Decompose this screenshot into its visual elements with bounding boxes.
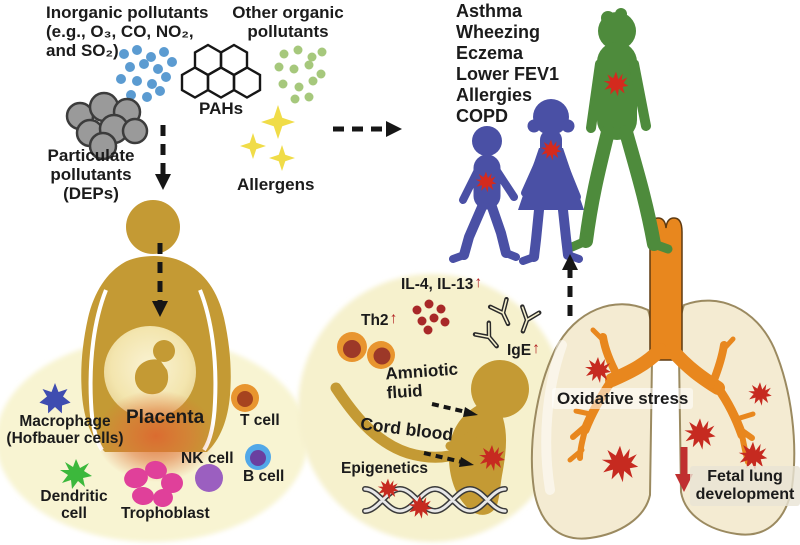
label-t-cell: T cell [240, 412, 280, 429]
boy-foot [449, 251, 468, 263]
girl-head [533, 99, 569, 135]
label-il4-il13: IL-4, IL-13↑ [401, 274, 483, 293]
label-dendritic-cell: Dendritic cell [40, 488, 108, 523]
organic-dot-cluster [274, 45, 327, 104]
macrophage-cell [39, 383, 71, 414]
mother-head [126, 200, 180, 254]
label-trophoblast: Trophoblast [121, 505, 210, 522]
fetus-in-belly-head [153, 340, 175, 362]
label-inorganic-pollutants: Inorganic pollutants (e.g., O₃, CO, NO₂,… [46, 3, 208, 60]
lung-highlight [541, 340, 567, 495]
outcome-item: Allergies [456, 85, 533, 105]
fetus-silhouette [445, 360, 529, 515]
outcome-item: Wheezing [456, 22, 540, 42]
father-foot [567, 236, 591, 252]
fetus-in-belly-body [134, 359, 169, 395]
girl-foot [519, 253, 538, 265]
particulate-cluster [65, 91, 149, 161]
up-arrow-icon: ↑ [532, 340, 540, 357]
inorganic-line: (e.g., O₃, CO, NO₂, [46, 22, 194, 42]
label-macrophage: Macrophage (Hofbauer cells) [6, 413, 124, 448]
label-oxidative-stress: Oxidative stress [552, 388, 694, 410]
fetus-arm [445, 425, 485, 451]
arrow-cord-blood [423, 451, 463, 464]
label-pahs: PAHs [199, 99, 244, 118]
th2-cells [337, 332, 395, 369]
bronchial-tree [567, 327, 756, 465]
girl-arm [521, 151, 546, 197]
outcome-item: COPD [456, 106, 509, 126]
inorganic-dot-cluster [116, 45, 177, 102]
outcome-item: Eczema [456, 43, 524, 63]
star-icon [269, 145, 295, 171]
fetus-body [448, 404, 507, 515]
dna-helix [362, 486, 508, 514]
red-down-arrow [675, 447, 693, 492]
father-arm [629, 59, 651, 131]
label-particulate: Particulate pollutants (DEPs) [47, 146, 135, 204]
father-silhouette [567, 8, 673, 254]
label-nk-cell: NK cell [181, 450, 234, 467]
health-outcomes-list: Asthma Wheezing Eczema Lower FEV1 Allerg… [456, 1, 559, 127]
arrow-amniotic-fluid [431, 402, 467, 414]
b-cell [245, 444, 271, 470]
label-th2: Th2↑ [361, 310, 398, 329]
star-icon [261, 105, 295, 139]
inorganic-line: Inorganic pollutants [46, 3, 209, 22]
boy-leg [487, 202, 511, 258]
father-leg [619, 125, 661, 251]
boy-arm [459, 164, 483, 204]
boy-foot [502, 249, 520, 261]
girl-arm [556, 151, 581, 201]
boy-head [472, 126, 502, 156]
label-allergens: Allergens [237, 175, 315, 194]
boy-arm [491, 164, 518, 201]
outcome-item: Asthma [456, 1, 523, 21]
outcome-item: Lower FEV1 [456, 64, 560, 84]
placenta-glow [96, 390, 216, 482]
t-cell [231, 384, 259, 412]
mother-walking-silhouette [518, 99, 584, 265]
up-arrow-icon: ↑ [474, 274, 483, 291]
trophoblast-cells [124, 460, 183, 508]
dashed-arrows [152, 121, 578, 467]
label-amniotic-fluid: Amniotic fluid [384, 359, 459, 403]
up-arrow-icon: ↑ [389, 310, 398, 327]
girl-leg [529, 205, 544, 262]
father-leg [579, 125, 615, 248]
fetus-head [471, 360, 529, 418]
father-arm [586, 59, 605, 133]
label-fetal-lung-development: Fetal lung development [690, 466, 800, 506]
allergen-stars [240, 105, 295, 171]
inorganic-line: and SO₂) [46, 41, 119, 61]
label-epigenetics: Epigenetics [341, 460, 428, 477]
girl-leg [558, 205, 573, 260]
child-silhouette [449, 126, 520, 263]
label-ige: IgE↑ [507, 340, 540, 359]
label-b-cell: B cell [243, 468, 285, 485]
father-foot [649, 239, 673, 254]
dendritic-cell [60, 459, 92, 489]
label-placenta: Placenta [126, 407, 205, 428]
cytokine-dots [412, 299, 450, 335]
label-other-organic: Other organic pollutants [232, 3, 344, 42]
boy-leg [459, 202, 487, 260]
star-icon [240, 133, 266, 159]
nk-cell [195, 464, 223, 492]
